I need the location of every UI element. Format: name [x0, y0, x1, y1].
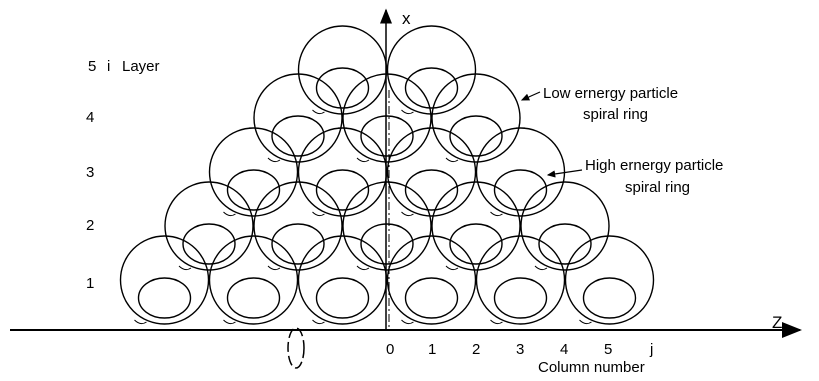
inner-spiral-ring: [493, 277, 548, 319]
x-axis-label: x: [402, 9, 411, 28]
inner-spiral-ring: [360, 115, 414, 157]
spiral-tail: [223, 211, 236, 217]
spiral-tail: [445, 157, 459, 163]
outer-spiral-ring: [208, 235, 299, 325]
inner-spiral-ring: [404, 67, 459, 109]
tick-5: 5: [604, 341, 612, 358]
layer-5-number: 5: [88, 58, 96, 75]
outer-spiral-ring: [431, 181, 521, 271]
inner-spiral-ring: [404, 169, 459, 211]
outer-spiral-ring: [119, 235, 210, 325]
spiral-tail: [534, 265, 548, 271]
inner-spiral-ring: [493, 169, 548, 211]
outer-spiral-ring: [342, 181, 432, 271]
inner-spiral-ring: [182, 223, 236, 265]
outer-spiral-ring: [208, 127, 299, 217]
inner-spiral-ring: [315, 277, 370, 319]
layer-index-symbol: i: [107, 58, 110, 75]
outer-spiral-ring: [297, 127, 388, 217]
spiral-tail: [579, 319, 592, 325]
outer-spiral-ring: [386, 25, 477, 115]
spiral-tail: [267, 157, 281, 163]
tick-2: 2: [472, 341, 480, 358]
low-energy-label-line1: Low ernergy particle: [543, 85, 678, 102]
spiral-tail: [312, 211, 325, 217]
low-energy-pointer: [520, 91, 541, 101]
spiral-tail: [267, 265, 281, 271]
inner-spiral-ring: [315, 169, 370, 211]
spiral-tail: [356, 157, 370, 163]
high-energy-label-line2: spiral ring: [625, 179, 690, 196]
outer-spiral-ring: [475, 127, 566, 217]
inner-spiral-ring: [404, 277, 459, 319]
tick-1: 1: [428, 341, 436, 358]
outer-spiral-ring: [342, 73, 432, 163]
outer-spiral-ring: [431, 73, 521, 163]
inner-spiral-ring: [360, 223, 414, 265]
spiral-tail: [134, 319, 147, 325]
inner-spiral-ring: [226, 277, 281, 319]
spiral-tail: [445, 265, 459, 271]
column-number-caption: Column number: [538, 359, 645, 376]
outer-spiral-ring: [386, 127, 477, 217]
spiral-tail: [312, 109, 325, 115]
layer-3-number: 3: [86, 164, 94, 181]
inner-spiral-ring: [271, 223, 325, 265]
inner-spiral-ring: [538, 223, 592, 265]
tick-3: 3: [516, 341, 524, 358]
z-axis-label: Z: [772, 313, 782, 332]
spiral-tail: [356, 265, 370, 271]
outer-spiral-ring: [297, 25, 388, 115]
high-energy-label-line1: High ernergy particle: [585, 157, 723, 174]
spiral-tail: [401, 319, 414, 325]
spiral-tail: [223, 319, 236, 325]
inner-spiral-ring: [315, 67, 370, 109]
tick-4: 4: [560, 341, 568, 358]
outer-spiral-ring: [564, 235, 655, 325]
tick-0: 0: [386, 341, 394, 358]
outer-spiral-ring: [253, 181, 343, 271]
inner-spiral-ring: [271, 115, 325, 157]
outer-spiral-ring: [475, 235, 566, 325]
spiral-tail: [401, 109, 414, 115]
spiral-tail: [178, 265, 192, 271]
spiral-tail: [490, 319, 503, 325]
low-energy-label-line2: spiral ring: [583, 106, 648, 123]
spiral-tail: [312, 319, 325, 325]
outer-spiral-ring: [164, 181, 254, 271]
inner-spiral-ring: [582, 277, 637, 319]
outer-spiral-ring: [253, 73, 343, 163]
inner-spiral-ring: [226, 169, 281, 211]
layer-header-word: Layer: [122, 58, 160, 75]
outer-spiral-ring: [386, 235, 477, 325]
spiral-tail: [490, 211, 503, 217]
ring-array: [119, 25, 655, 325]
layer-2-number: 2: [86, 217, 94, 234]
layer-1-number: 1: [86, 275, 94, 292]
high-energy-pointer: [546, 169, 583, 178]
inner-spiral-ring: [449, 115, 503, 157]
spiral-tail: [401, 211, 414, 217]
inner-spiral-ring: [449, 223, 503, 265]
inner-spiral-ring: [137, 277, 192, 319]
column-cross-section-ellipse: [287, 327, 305, 369]
outer-spiral-ring: [297, 235, 388, 325]
layer-4-number: 4: [86, 109, 94, 126]
tick-j: j: [649, 341, 653, 358]
outer-spiral-ring: [520, 181, 610, 271]
